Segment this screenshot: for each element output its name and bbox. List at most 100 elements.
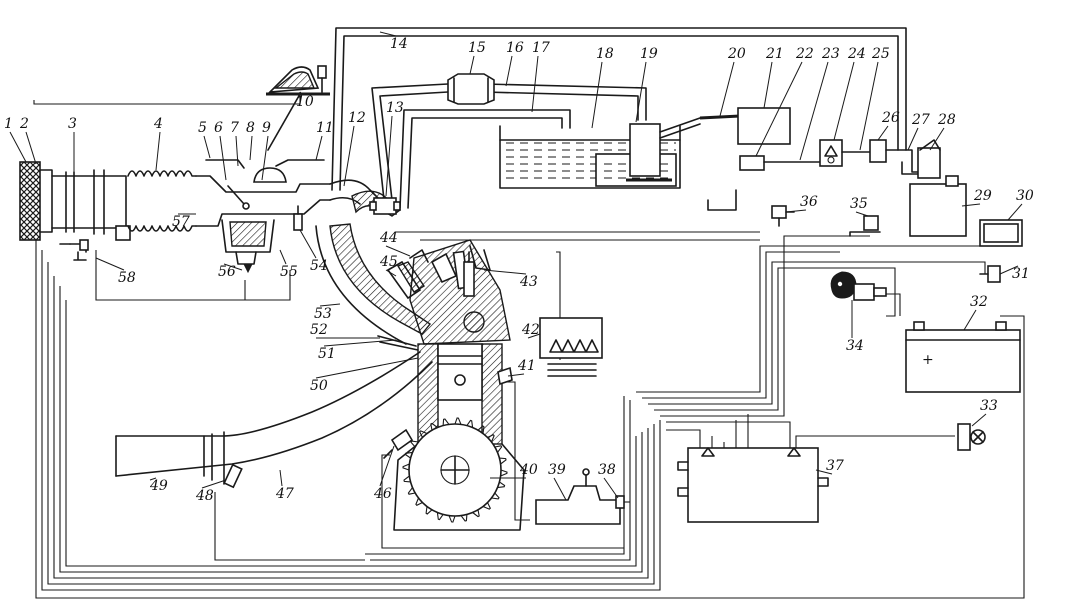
part-label-35: 35 — [850, 196, 868, 212]
sensor-block-39 — [535, 485, 621, 525]
leader-line-38 — [603, 477, 619, 499]
leader-line-24 — [833, 61, 855, 141]
part-label-14: 14 — [390, 36, 408, 52]
part-label-52: 52 — [310, 322, 328, 338]
flywheel-gear — [408, 423, 502, 517]
part-label-53: 53 — [314, 306, 332, 322]
part-label-5: 5 — [198, 120, 207, 136]
leader-line-49 — [149, 477, 157, 481]
inertia-switch — [819, 139, 843, 167]
relay-box — [737, 107, 791, 145]
part-label-7: 7 — [230, 120, 239, 136]
leader-line-53 — [319, 303, 341, 307]
leader-line-17 — [531, 55, 539, 113]
piston — [437, 343, 483, 401]
leader-line-15 — [469, 55, 475, 75]
part-label-42: 42 — [521, 322, 540, 338]
fuel-filter — [447, 73, 495, 105]
part-label-21: 21 — [765, 46, 784, 62]
battery-group: + — [830, 271, 1021, 451]
part-label-29: 29 — [973, 188, 992, 204]
part-label-55: 55 — [280, 264, 298, 280]
part-label-13: 13 — [386, 100, 404, 116]
part-label-51: 51 — [318, 346, 336, 362]
leader-line-14 — [379, 31, 397, 37]
ecu — [687, 447, 819, 523]
leader-line-13 — [385, 115, 393, 197]
part-label-58: 58 — [118, 270, 136, 286]
part-label-4: 4 — [153, 116, 163, 132]
leader-line-32 — [963, 309, 977, 331]
part-label-39: 39 — [548, 462, 566, 478]
part-label-15: 15 — [468, 40, 486, 56]
leader-line-5 — [203, 135, 211, 159]
leader-line-41 — [507, 373, 525, 377]
leader-line-47 — [279, 469, 283, 487]
leader-line-20 — [719, 61, 735, 117]
leader-line-29 — [961, 203, 981, 207]
fuel-tank — [499, 114, 741, 189]
part-label-25: 25 — [871, 46, 890, 62]
leader-line-16 — [505, 55, 513, 87]
leader-line-1 — [9, 131, 27, 163]
part-label-36: 36 — [800, 194, 818, 210]
leader-line-8 — [249, 135, 253, 161]
part-label-27: 27 — [911, 112, 930, 128]
part-label-16: 16 — [506, 40, 524, 56]
part-label-11: 11 — [316, 120, 334, 136]
leader-line-55 — [279, 249, 287, 265]
part-label-50: 50 — [310, 378, 328, 394]
part-label-30: 30 — [1016, 188, 1034, 204]
top-lines — [331, 27, 907, 209]
leader-line-10 — [299, 91, 303, 95]
air-intake — [19, 65, 402, 274]
leader-line-42 — [527, 333, 541, 339]
leader-line-35 — [855, 211, 869, 217]
pressure-regulator — [373, 197, 397, 215]
part-label-10: 10 — [296, 94, 314, 110]
leader-line-19 — [635, 61, 647, 123]
relay-28 — [917, 147, 941, 179]
leader-line-23 — [799, 61, 829, 161]
part-label-19: 19 — [640, 46, 658, 62]
leader-line-30 — [1007, 203, 1023, 221]
part-label-1: 1 — [4, 116, 13, 132]
part-label-32: 32 — [970, 294, 988, 310]
leader-line-25 — [859, 61, 879, 151]
part-label-24: 24 — [847, 46, 866, 62]
leader-line-46 — [379, 445, 395, 487]
leader-line-12 — [343, 125, 355, 187]
part-label-46: 46 — [373, 486, 392, 502]
part-label-23: 23 — [821, 46, 840, 62]
leader-line-48 — [201, 479, 227, 489]
part-label-22: 22 — [795, 46, 814, 62]
part-label-31: 31 — [1012, 266, 1030, 282]
part-label-54: 54 — [310, 258, 328, 274]
engine — [115, 223, 603, 531]
leader-line-33 — [971, 413, 987, 427]
fuel-pump — [629, 123, 661, 177]
part-label-47: 47 — [275, 486, 294, 502]
leader-line-44 — [385, 245, 411, 257]
leader-line-27 — [907, 127, 919, 151]
leader-line-31 — [999, 265, 1019, 275]
leader-line-50 — [315, 357, 419, 379]
part-label-41: 41 — [517, 358, 536, 374]
part-label-45: 45 — [379, 254, 398, 270]
part-label-9: 9 — [262, 120, 271, 136]
part-label-20: 20 — [727, 46, 746, 62]
ecu-group — [535, 447, 829, 525]
part-label-44: 44 — [379, 230, 398, 246]
leader-line-36 — [785, 209, 807, 213]
leader-line-6 — [219, 135, 227, 181]
part-label-38: 38 — [598, 462, 616, 478]
leader-line-58 — [95, 257, 125, 271]
leader-line-9 — [261, 135, 269, 181]
leader-line-4 — [155, 131, 161, 171]
leader-line-26 — [877, 125, 889, 141]
part-label-48: 48 — [195, 488, 214, 504]
right-components — [707, 107, 1023, 283]
leader-line-22 — [755, 61, 803, 157]
